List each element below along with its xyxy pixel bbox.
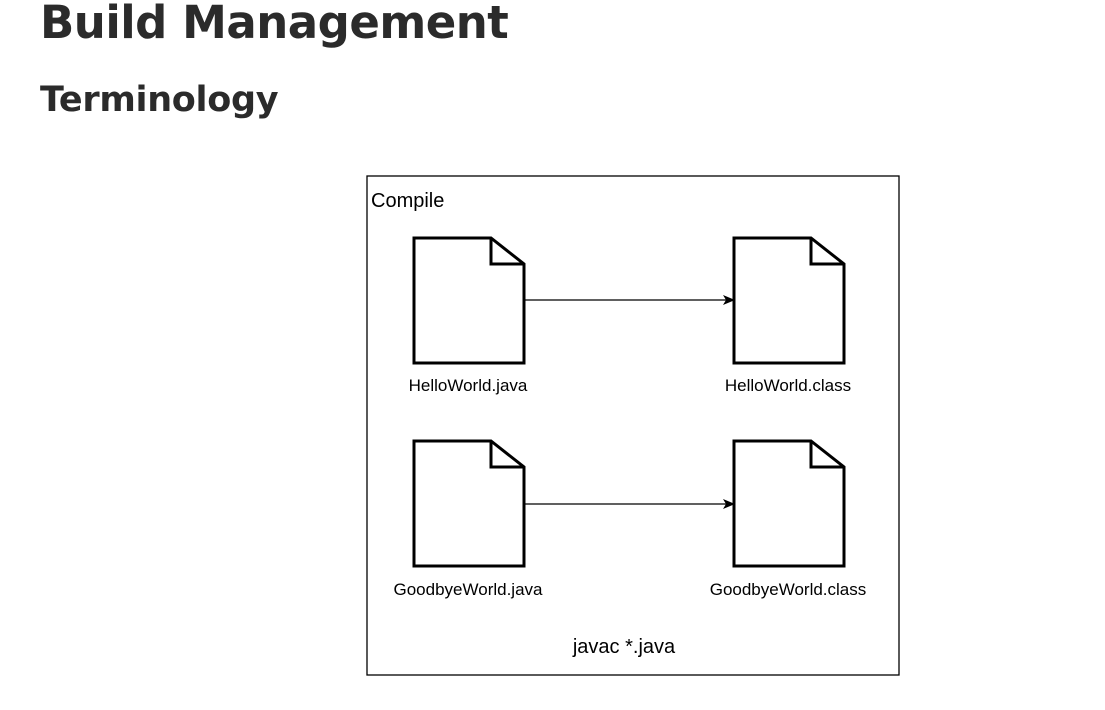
- page-title: Build Management: [40, 0, 509, 49]
- source-file-icon: [412, 236, 526, 365]
- class-file-label: HelloWorld.class: [725, 376, 851, 395]
- class-file-label: GoodbyeWorld.class: [710, 580, 867, 599]
- class-file-icon: [732, 236, 846, 365]
- container-label: Compile: [371, 190, 444, 212]
- source-file-icon: [412, 439, 526, 568]
- class-file-icon: [732, 439, 846, 568]
- section-heading: Terminology: [40, 80, 279, 120]
- source-file-label: GoodbyeWorld.java: [394, 580, 544, 599]
- compile-command: javac *.java: [572, 636, 676, 658]
- source-file-label: HelloWorld.java: [409, 376, 528, 395]
- compile-container: [366, 175, 900, 676]
